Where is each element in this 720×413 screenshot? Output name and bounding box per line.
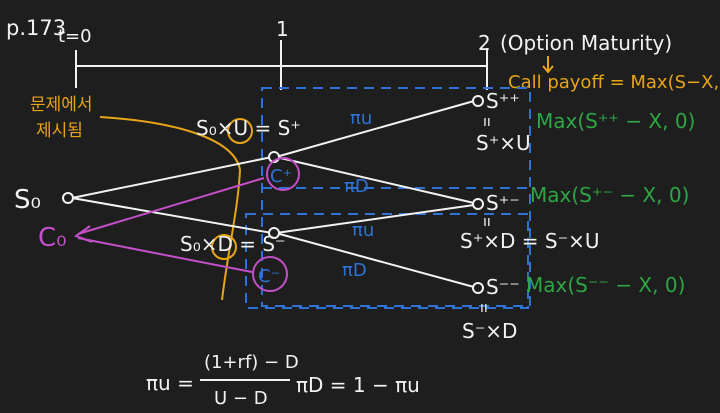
- node-downdown: [472, 282, 484, 294]
- payoff-downdown: Max(S⁻⁻ − X, 0): [526, 273, 685, 297]
- s0u-label: S₀×U = S⁺: [196, 116, 301, 140]
- korean-note-line2: 제시됨: [36, 121, 83, 141]
- prob-up-2: πu: [352, 220, 374, 241]
- timeline-t1-label: 1: [276, 17, 289, 41]
- prob-down-1: πD: [344, 176, 369, 197]
- option-maturity-label: (Option Maturity): [500, 31, 672, 55]
- spp-eq-label: S⁺×U: [476, 131, 531, 155]
- formula-pd: πD = 1 − πu: [296, 373, 420, 397]
- spm-eq-label: S⁺×D = S⁻×U: [460, 229, 600, 253]
- formula-pu-label: πu =: [146, 371, 194, 395]
- formula-denominator: U − D: [214, 388, 268, 409]
- node-down: [268, 227, 280, 239]
- node-upup: [472, 95, 484, 107]
- node-s0: [62, 192, 74, 204]
- tree-nodes: [62, 95, 484, 294]
- prob-up-1: πu: [350, 108, 372, 129]
- c0-label: C₀: [38, 223, 67, 253]
- timeline-t0-label: t=0: [58, 26, 92, 47]
- page-reference: p.173: [6, 16, 66, 40]
- tree-branches: [71, 100, 475, 288]
- prob-down-2: πD: [342, 260, 367, 281]
- payoff-updown: Max(S⁺⁻ − X, 0): [530, 183, 689, 207]
- spp-label: S⁺⁺: [486, 89, 520, 113]
- given-in-problem-note: 문제에서 제시됨: [30, 95, 253, 301]
- payoff-upup: Max(S⁺⁺ − X, 0): [536, 109, 695, 133]
- korean-note-line1: 문제에서: [30, 95, 93, 115]
- option-values: C⁺ C⁻ C₀: [38, 157, 300, 292]
- dashed-subtree-boxes: [245, 87, 531, 309]
- equals-mark-2: ıı: [483, 214, 491, 230]
- call-payoff-header: Call payoff = Max(S−X, 0): [508, 56, 720, 93]
- node-updown: [472, 198, 484, 210]
- s0d-label: S₀×D = S⁻: [180, 232, 286, 256]
- equals-mark-3: ıı: [480, 300, 488, 316]
- smm-label: S⁻⁻: [486, 275, 520, 299]
- risk-neutral-formula: πu = (1+rf) − D U − D πD = 1 − πu: [146, 352, 420, 409]
- timeline-t2-label: 2: [478, 31, 491, 55]
- c-minus-label: C⁻: [258, 266, 280, 287]
- spm-label: S⁺⁻: [486, 191, 520, 215]
- equals-mark-1: ıı: [483, 114, 491, 130]
- c-plus-label: C⁺: [270, 166, 292, 187]
- smm-eq-label: S⁻×D: [462, 319, 517, 343]
- call-payoff-label: Call payoff = Max(S−X, 0): [508, 72, 720, 93]
- timeline: t=0 1 2 (Option Maturity): [58, 17, 672, 90]
- formula-numerator: (1+rf) − D: [204, 352, 299, 373]
- s0-label: S₀: [14, 185, 41, 215]
